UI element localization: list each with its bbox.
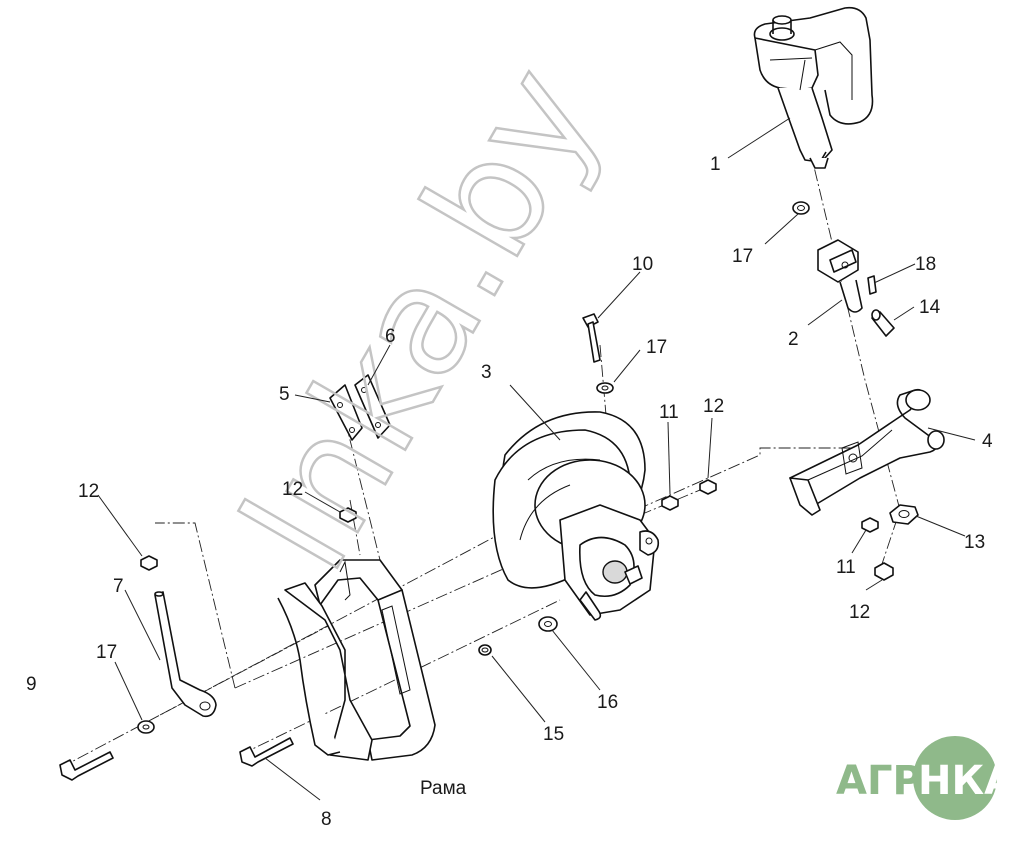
nut-11-lower bbox=[861, 517, 879, 533]
frame-member bbox=[277, 582, 373, 761]
nut-13 bbox=[889, 504, 919, 525]
agronka-logo: АГРО НКА bbox=[836, 736, 1015, 820]
plate-5 bbox=[329, 384, 363, 441]
drive-motor bbox=[492, 411, 660, 621]
callout-18: 18 bbox=[915, 254, 936, 275]
nut-12-rod bbox=[140, 555, 158, 571]
bolt-9 bbox=[59, 751, 114, 781]
leader-lines bbox=[97, 117, 976, 801]
nut-12-motor bbox=[699, 479, 717, 495]
callout-9: 9 bbox=[26, 674, 37, 695]
plate-6 bbox=[354, 374, 391, 439]
flat-washer bbox=[538, 616, 558, 632]
spring-washer bbox=[478, 644, 492, 656]
callout-10: 10 bbox=[632, 254, 653, 275]
callout-11-lever: 11 bbox=[836, 557, 856, 578]
frame-label: Рама bbox=[420, 778, 467, 799]
nut-12-lower bbox=[874, 562, 894, 581]
callout-11-motor: 11 bbox=[659, 402, 679, 423]
washer-top bbox=[792, 201, 810, 215]
bolt-10 bbox=[582, 313, 601, 363]
callout-1: 1 bbox=[710, 154, 721, 175]
callout-16: 16 bbox=[597, 692, 618, 713]
nut-11-motor bbox=[661, 495, 679, 511]
pin bbox=[871, 309, 895, 337]
clevis-fork bbox=[817, 239, 863, 313]
nut-12-bracket bbox=[339, 507, 357, 523]
callout-12-bracket: 12 bbox=[282, 479, 303, 500]
callout-4: 4 bbox=[982, 431, 993, 452]
callout-7: 7 bbox=[113, 576, 124, 597]
callout-17-motor: 17 bbox=[646, 337, 667, 358]
logo-circle bbox=[913, 736, 997, 820]
bolt-8 bbox=[239, 737, 294, 767]
lever-arm bbox=[789, 388, 945, 516]
callout-8: 8 bbox=[321, 809, 332, 830]
washer-motor bbox=[596, 382, 614, 394]
callout-15: 15 bbox=[543, 724, 564, 745]
callout-12-rod: 12 bbox=[78, 481, 99, 502]
callout-17-top: 17 bbox=[732, 246, 753, 267]
callout-13: 13 bbox=[964, 532, 985, 553]
cotter-pin bbox=[867, 275, 877, 295]
callout-labels: 1 2 3 4 5 6 7 8 9 10 11 11 12 12 12 12 1… bbox=[26, 154, 993, 830]
mounting-bracket bbox=[314, 559, 436, 761]
callout-12-motor: 12 bbox=[703, 396, 724, 417]
rod bbox=[154, 591, 217, 718]
callout-17-rod: 17 bbox=[96, 642, 117, 663]
callout-6: 6 bbox=[385, 326, 396, 347]
callout-12-lever: 12 bbox=[849, 602, 870, 623]
logo-text-right: НКА bbox=[918, 758, 1015, 804]
callout-2: 2 bbox=[788, 329, 799, 350]
callout-14: 14 bbox=[919, 297, 941, 318]
callout-3: 3 bbox=[481, 362, 492, 383]
logo-text-left: АГРО bbox=[836, 758, 956, 804]
washer-rod bbox=[137, 720, 155, 734]
callout-5: 5 bbox=[279, 384, 290, 405]
actuator-motor bbox=[753, 6, 874, 169]
